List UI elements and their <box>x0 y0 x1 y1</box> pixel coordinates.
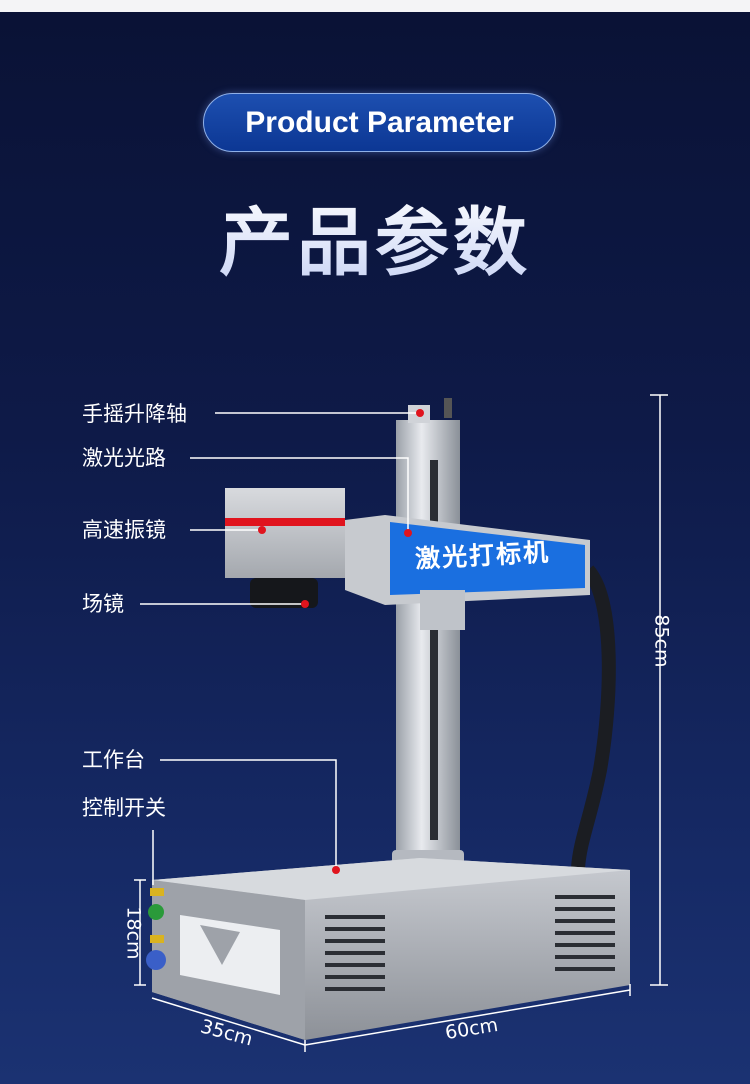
power-switch <box>148 904 164 920</box>
page-title: 产品参数 <box>0 183 750 290</box>
top-strip <box>0 0 750 12</box>
vent-slots <box>325 895 615 991</box>
callout-laser-path: 激光光路 <box>82 446 166 470</box>
dim-base-height: 18cm <box>122 906 145 960</box>
section-badge: Product Parameter <box>203 93 556 152</box>
dim-height: 85cm <box>650 614 673 668</box>
column <box>396 420 460 865</box>
callout-control-switch: 控制开关 <box>82 796 166 820</box>
field-lens <box>250 578 318 608</box>
galvo-head <box>225 488 345 578</box>
callout-markers <box>258 409 424 874</box>
callout-lines <box>140 412 418 885</box>
callout-lift-axis: 手摇升降轴 <box>82 402 187 426</box>
callout-galvo: 高速振镜 <box>82 518 166 542</box>
blue-panel <box>390 522 585 595</box>
callout-field-lens: 场镜 <box>82 592 124 616</box>
fiber-cable <box>571 565 616 869</box>
machine-panel-label: 激光打标机 <box>414 537 551 574</box>
dimension-lines <box>134 394 668 1052</box>
column-slot <box>430 460 438 840</box>
emergency-knob <box>146 950 166 970</box>
callout-worktable: 工作台 <box>82 748 145 772</box>
